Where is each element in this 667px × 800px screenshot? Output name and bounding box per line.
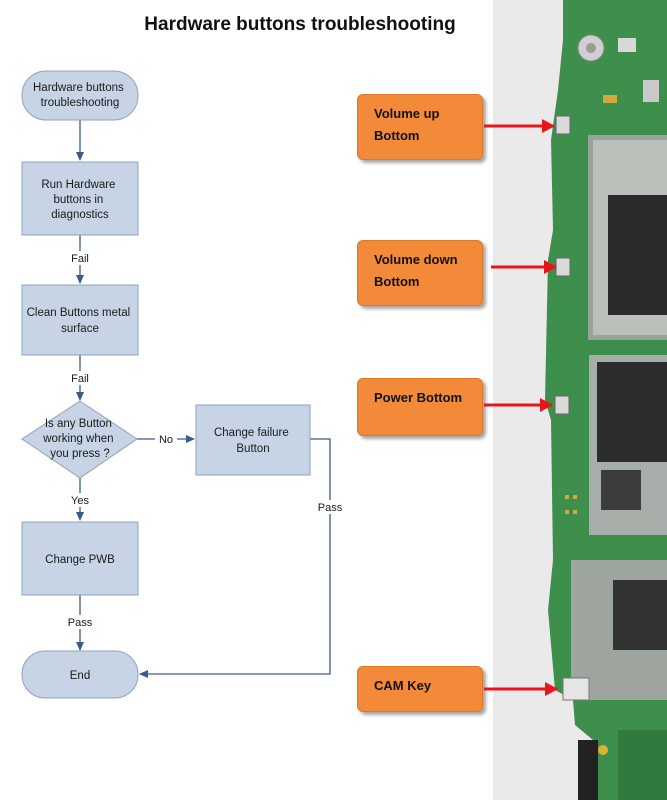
callout-power: Power Bottom	[357, 378, 483, 436]
edge-change-failure-to-end	[139, 438, 331, 678]
power-contact	[554, 395, 570, 415]
callout-cam-key: CAM Key	[357, 666, 483, 712]
node-change-failure-label: Change failure Button	[214, 427, 292, 455]
callout-volume-up: Volume up Bottom	[357, 94, 483, 160]
node-run-diagnostics	[21, 161, 139, 236]
edge-label-pass-2: Pass	[318, 502, 343, 514]
node-end-label: End	[70, 670, 90, 682]
node-start-label: Hardware buttons troubleshooting	[33, 82, 127, 109]
node-decision-label: Is any Button working when you press ?	[42, 418, 117, 460]
edge-label-no: No	[159, 434, 173, 446]
node-change-pwb	[21, 521, 139, 596]
node-start	[21, 70, 139, 121]
edge-label-fail-2: Fail	[71, 373, 89, 385]
node-clean-buttons	[21, 284, 139, 356]
circuit-board-photo	[493, 0, 667, 800]
node-end	[21, 650, 139, 699]
edge-label-fail-1: Fail	[71, 253, 89, 265]
volume-up-contact	[555, 115, 571, 135]
node-decision	[21, 400, 138, 479]
callout-volume-down: Volume down Bottom	[357, 240, 483, 306]
flowchart: Hardware buttons troubleshooting Run Har…	[21, 70, 343, 699]
page-title: Hardware buttons troubleshooting	[144, 14, 456, 35]
edge-label-pass-1: Pass	[68, 617, 93, 629]
node-clean-buttons-label: Clean Buttons metal surface	[27, 307, 134, 335]
node-run-diagnostics-label: Run Hardware buttons in diagnostics	[41, 179, 118, 221]
cam-key-contact	[562, 677, 590, 701]
edge-label-yes: Yes	[71, 495, 89, 507]
node-change-failure-button	[195, 404, 311, 476]
node-change-pwb-label: Change PWB	[45, 554, 115, 566]
